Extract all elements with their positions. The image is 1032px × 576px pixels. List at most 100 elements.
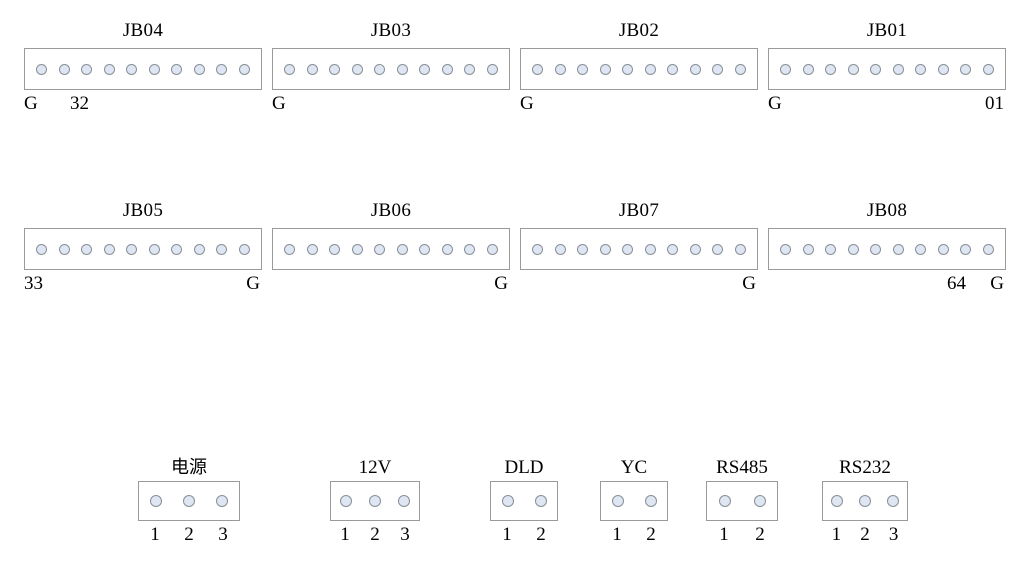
- terminal-pin[interactable]: [644, 243, 656, 255]
- terminal-pin[interactable]: [306, 243, 318, 255]
- connector-pin[interactable]: [149, 495, 162, 507]
- connector-pin[interactable]: [339, 495, 352, 507]
- terminal-pin[interactable]: [126, 63, 138, 75]
- terminal-pin[interactable]: [847, 243, 859, 255]
- terminal-pin[interactable]: [351, 243, 363, 255]
- terminal-pin[interactable]: [148, 63, 160, 75]
- connector-pin[interactable]: [368, 495, 381, 507]
- connector-pin[interactable]: [182, 495, 195, 507]
- terminal-pin[interactable]: [689, 63, 701, 75]
- terminal-pin[interactable]: [780, 243, 791, 255]
- terminal-pin[interactable]: [171, 63, 183, 75]
- terminal-pin[interactable]: [103, 243, 115, 255]
- terminal-pin[interactable]: [329, 63, 341, 75]
- terminal-pin[interactable]: [374, 243, 386, 255]
- terminal-pin[interactable]: [148, 243, 160, 255]
- terminal-pin[interactable]: [81, 63, 93, 75]
- connector-pin[interactable]: [611, 495, 624, 507]
- terminal-pin[interactable]: [734, 243, 746, 255]
- terminal-pin[interactable]: [644, 63, 656, 75]
- connector-pin[interactable]: [216, 495, 229, 507]
- terminal-pin[interactable]: [577, 63, 589, 75]
- terminal-pin[interactable]: [193, 243, 205, 255]
- connector-pin[interactable]: [501, 495, 514, 507]
- connector-pin[interactable]: [398, 495, 411, 507]
- terminal-pin[interactable]: [532, 243, 543, 255]
- connector-pin[interactable]: [831, 495, 843, 507]
- terminal-pin[interactable]: [599, 243, 611, 255]
- terminal-pin[interactable]: [802, 63, 814, 75]
- terminal-pin[interactable]: [937, 243, 949, 255]
- terminal-pin[interactable]: [915, 63, 927, 75]
- terminal-pin[interactable]: [712, 63, 724, 75]
- terminal-pin[interactable]: [329, 243, 341, 255]
- terminal-pin[interactable]: [870, 63, 882, 75]
- terminal-pin[interactable]: [532, 63, 543, 75]
- terminal-pin[interactable]: [577, 243, 589, 255]
- terminal-pin[interactable]: [486, 243, 498, 255]
- terminal-pin[interactable]: [419, 243, 431, 255]
- terminal-pin[interactable]: [238, 63, 250, 75]
- terminal-pin[interactable]: [599, 63, 611, 75]
- terminal-pin[interactable]: [81, 243, 93, 255]
- terminal-pin[interactable]: [847, 63, 859, 75]
- connector-pin[interactable]: [753, 495, 766, 507]
- terminal-pin[interactable]: [667, 243, 679, 255]
- terminal-pin[interactable]: [441, 243, 453, 255]
- terminal-pin[interactable]: [351, 63, 363, 75]
- connector-pin[interactable]: [718, 495, 731, 507]
- terminal-pin[interactable]: [216, 243, 228, 255]
- terminal-pin[interactable]: [554, 243, 566, 255]
- terminal-pin[interactable]: [58, 243, 70, 255]
- connector-pin[interactable]: [534, 495, 547, 507]
- terminal-pin[interactable]: [103, 63, 115, 75]
- terminal-pin[interactable]: [58, 63, 70, 75]
- terminal-pin[interactable]: [960, 243, 972, 255]
- terminal-pin[interactable]: [825, 243, 837, 255]
- terminal-pin[interactable]: [486, 63, 498, 75]
- terminal-pin[interactable]: [689, 243, 701, 255]
- terminal-pin[interactable]: [284, 243, 295, 255]
- terminal-pin[interactable]: [870, 243, 882, 255]
- terminal-pin[interactable]: [374, 63, 386, 75]
- terminal-pin[interactable]: [622, 243, 634, 255]
- terminal-pin[interactable]: [464, 243, 476, 255]
- terminal-pin[interactable]: [712, 243, 724, 255]
- terminal-pin[interactable]: [734, 63, 746, 75]
- terminal-pin[interactable]: [238, 243, 250, 255]
- terminal-pin[interactable]: [982, 63, 994, 75]
- terminal-pin[interactable]: [171, 243, 183, 255]
- terminal-pin[interactable]: [193, 63, 205, 75]
- terminal-pin[interactable]: [36, 243, 47, 255]
- connector-label: RS232: [839, 457, 891, 478]
- terminal-pin[interactable]: [441, 63, 453, 75]
- terminal-pin[interactable]: [937, 63, 949, 75]
- terminal-pin[interactable]: [982, 243, 994, 255]
- terminal-pin[interactable]: [464, 63, 476, 75]
- terminal-pin[interactable]: [780, 63, 791, 75]
- terminal-pin[interactable]: [667, 63, 679, 75]
- connector-pin[interactable]: [887, 495, 899, 507]
- terminal-block-body: [24, 228, 262, 270]
- terminal-pin[interactable]: [915, 243, 927, 255]
- terminal-pin[interactable]: [306, 63, 318, 75]
- terminal-pin[interactable]: [216, 63, 228, 75]
- terminal-pin[interactable]: [419, 63, 431, 75]
- connector-pin[interactable]: [644, 495, 657, 507]
- terminal-pin[interactable]: [36, 63, 47, 75]
- terminal-pin[interactable]: [825, 63, 837, 75]
- terminal-pin[interactable]: [802, 243, 814, 255]
- connector-pin[interactable]: [859, 495, 871, 507]
- terminal-block-label: JB02: [618, 20, 660, 41]
- terminal-pin[interactable]: [126, 243, 138, 255]
- terminal-pin[interactable]: [554, 63, 566, 75]
- terminal-pin[interactable]: [622, 63, 634, 75]
- connector-pin-number: 2: [536, 524, 546, 545]
- terminal-pin[interactable]: [284, 63, 295, 75]
- terminal-pin[interactable]: [396, 243, 408, 255]
- terminal-pin[interactable]: [892, 63, 904, 75]
- terminal-pin[interactable]: [892, 243, 904, 255]
- terminal-pin[interactable]: [396, 63, 408, 75]
- terminal-pin[interactable]: [960, 63, 972, 75]
